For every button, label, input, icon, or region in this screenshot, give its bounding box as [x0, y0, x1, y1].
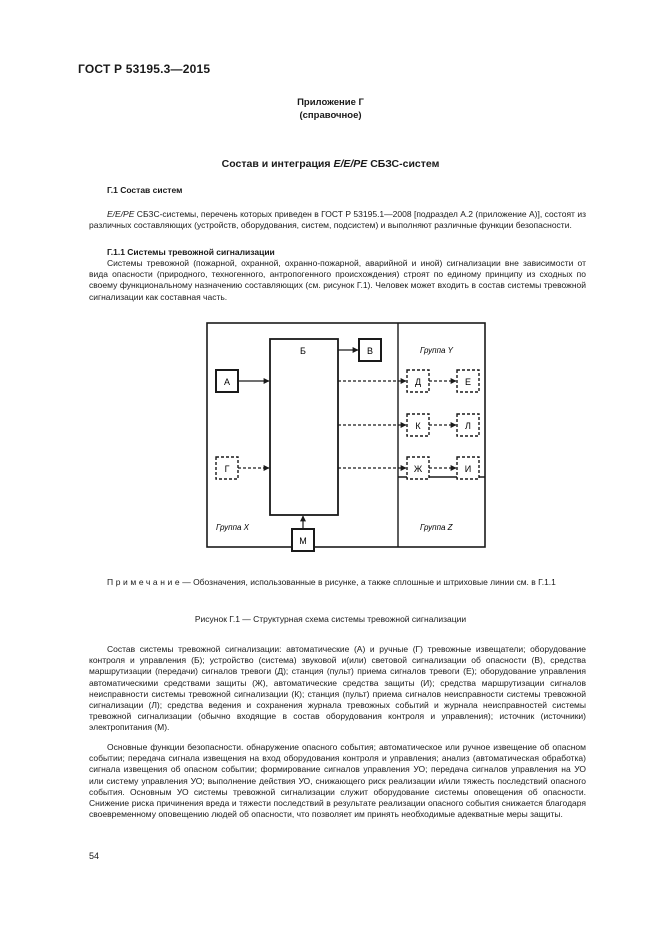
document-header: ГОСТ Р 53195.3—2015: [78, 62, 211, 76]
block-k-label: К: [415, 421, 421, 431]
paragraph-3: Основные функции безопасности. обнаружен…: [89, 742, 586, 820]
group-y-label: Группа Y: [420, 346, 454, 355]
group-z-label: Группа Z: [420, 523, 454, 532]
paragraph-2: Состав системы тревожной сигнализации: а…: [89, 644, 586, 733]
block-d-label: Д: [415, 377, 421, 387]
figure-caption: Рисунок Г.1 — Структурная схема системы …: [194, 614, 467, 624]
block-l-label: Л: [465, 421, 471, 431]
block-zh-label: Ж: [414, 464, 423, 474]
block-b: [269, 338, 339, 516]
block-l: [456, 413, 480, 437]
appendix-subtitle: (справочное): [299, 110, 362, 121]
block-a-label: А: [224, 377, 230, 387]
block-e: [456, 369, 480, 393]
figure-note: Примечание— Обозначения, использованные …: [107, 577, 556, 587]
group-x-label: Группа X: [216, 523, 250, 532]
paragraph-1: Системы тревожной (пожарной, охранной, о…: [89, 258, 586, 302]
block-e-label: Е: [465, 377, 471, 387]
block-b-label: Б: [300, 346, 306, 356]
subsection-heading: Г.1.1 Системы тревожной сигнализации: [107, 247, 275, 257]
block-m-label: М: [299, 536, 307, 546]
page-number: 54: [89, 851, 100, 861]
main-title: Состав и интеграция E/E/PE СБЗС-систем: [221, 158, 440, 170]
block-i-label: И: [465, 464, 471, 474]
block-v-label: В: [367, 346, 373, 356]
intro-paragraph: E/E/PE СБЗС-системы, перечень которых пр…: [89, 209, 586, 231]
block-i: [456, 456, 480, 480]
section-heading: Г.1 Состав систем: [107, 185, 183, 195]
outer-frame: [206, 322, 486, 548]
block-g-label: Г: [225, 464, 230, 474]
block-v: [358, 338, 382, 362]
appendix-title: Приложение Г: [297, 97, 364, 108]
